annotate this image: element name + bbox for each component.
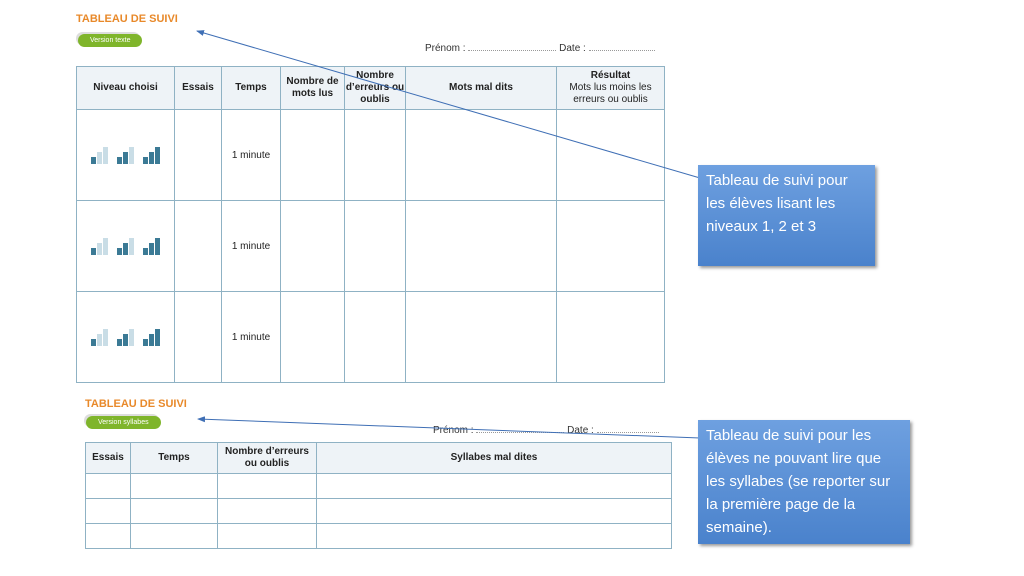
temps-cell: 1 minute [221,291,281,383]
prenom-label: Prénom : [433,425,474,436]
callout-syllabes: Tableau de suivi pour les élèves ne pouv… [698,420,910,544]
essais-cell[interactable] [174,200,222,292]
cell[interactable] [217,498,317,524]
sheet1-title: TABLEAU DE SUIVI [76,13,178,25]
level-3-icon[interactable] [143,328,160,346]
level-1-icon[interactable] [91,328,108,346]
version-texte-badge: Version texte [78,34,143,47]
arrow-2 [197,416,701,439]
level-icons [77,237,174,255]
cell[interactable] [217,523,317,549]
cell[interactable] [316,523,672,549]
cell[interactable] [280,291,345,383]
cell[interactable] [344,291,406,383]
date-field[interactable] [596,424,659,433]
essais-cell[interactable] [174,291,222,383]
header-erreurs: Nombre d’erreurs ou oublis [344,66,406,110]
level-2-icon[interactable] [117,146,134,164]
cell[interactable] [280,109,345,201]
sheet2-name-date: Prénom : Date : [433,424,659,436]
date-label: Date : [567,425,594,436]
date-label: Date : [559,43,586,54]
table-row [85,473,672,499]
resultat-title: Résultat [590,70,631,81]
level-3-icon[interactable] [143,146,160,164]
header-erreurs: Nombre d’erreurs ou oublis [217,442,317,474]
sheet2-title: TABLEAU DE SUIVI [85,398,187,410]
header-syllabes: Syllabes mal dites [316,442,672,474]
cell[interactable] [556,200,665,292]
header-essais: Essais [85,442,131,474]
version-syllabes-badge: Version syllabes [86,416,161,429]
table-row [85,523,672,549]
cell[interactable] [344,109,406,201]
header-mots-mal-dits: Mots mal dits [405,66,557,110]
level-icons [77,146,174,164]
cell[interactable] [556,291,665,383]
cell[interactable] [130,523,218,549]
prenom-field[interactable] [476,424,565,433]
table-row: 1 minute [76,109,665,201]
level-icons [77,328,174,346]
cell[interactable] [405,109,557,201]
level-1-icon[interactable] [91,146,108,164]
sheet2-table: Essais Temps Nombre d’erreurs ou oublis … [85,442,672,549]
sheet1-table: Niveau choisi Essais Temps Nombre de mot… [76,66,665,383]
temps-cell: 1 minute [221,200,281,292]
header-niveau: Niveau choisi [76,66,175,110]
table-row: 1 minute [76,200,665,292]
prenom-label: Prénom : [425,43,466,54]
date-field[interactable] [588,42,655,51]
level-2-icon[interactable] [117,328,134,346]
level-3-icon[interactable] [143,237,160,255]
sheet1-name-date: Prénom : Date : [425,42,655,54]
prenom-field[interactable] [468,42,557,51]
header-temps: Temps [221,66,281,110]
level-2-icon[interactable] [117,237,134,255]
level-1-icon[interactable] [91,237,108,255]
resultat-subtitle: Mots lus moins les erreurs ou oublis [569,82,652,105]
table-row: 1 minute [76,291,665,383]
header-mots-lus: Nombre de mots lus [280,66,345,110]
arrow-1 [196,30,701,179]
niveau-cell [76,291,175,383]
callout-niveaux: Tableau de suivi pour les élèves lisant … [698,165,875,266]
